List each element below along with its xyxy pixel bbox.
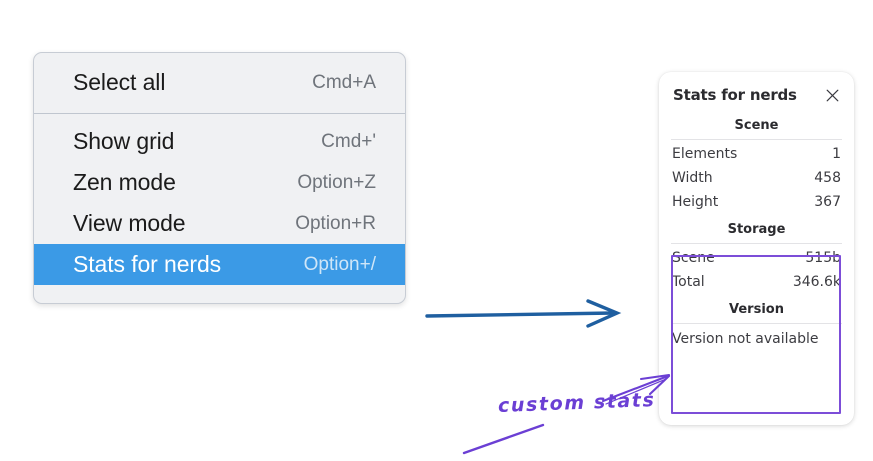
stat-value: 458	[814, 170, 841, 186]
stat-row: Width 458	[671, 166, 842, 190]
stat-value: 515b	[805, 250, 841, 266]
panel-body: Scene Elements 1 Width 458 Height 367 St…	[659, 110, 854, 352]
panel-header: Stats for nerds	[659, 72, 854, 110]
menu-item-show-grid[interactable]: Show grid Cmd+'	[34, 121, 405, 162]
menu-item-label: Zen mode	[73, 169, 176, 195]
menu-item-view-mode[interactable]: View mode Option+R	[34, 203, 405, 244]
menu-group-1: Select all Cmd+A	[34, 53, 405, 113]
stat-key: Height	[672, 194, 719, 210]
menu-item-shortcut: Option+R	[295, 212, 376, 234]
menu-item-shortcut: Cmd+'	[321, 130, 376, 152]
right-arrow-icon	[425, 299, 622, 328]
menu-item-label: Show grid	[73, 128, 175, 154]
menu-item-stats-for-nerds[interactable]: Stats for nerds Option+/	[34, 244, 405, 285]
underline-stroke-icon	[462, 423, 545, 455]
menu-item-label: View mode	[73, 210, 186, 236]
handwritten-note: custom stats	[497, 388, 656, 418]
menu-item-label: Select all	[73, 69, 166, 95]
section-heading-scene: Scene	[734, 118, 779, 133]
stat-value: 1	[832, 146, 841, 162]
stat-value: 346.6k	[792, 274, 841, 290]
stat-key: Scene	[672, 250, 715, 266]
menu-item-shortcut: Option+Z	[297, 171, 376, 193]
menu-item-shortcut: Cmd+A	[312, 71, 376, 93]
menu-footer-spacer	[34, 285, 405, 303]
section-rule	[671, 323, 842, 324]
context-menu[interactable]: Select all Cmd+A Show grid Cmd+' Zen mod…	[33, 52, 406, 304]
version-value: Version not available	[672, 331, 819, 347]
section-rule	[671, 139, 842, 140]
close-icon[interactable]	[824, 87, 841, 104]
stat-row: Elements 1	[671, 142, 842, 166]
menu-divider	[34, 113, 405, 114]
menu-group-2: Show grid Cmd+' Zen mode Option+Z View m…	[34, 114, 405, 303]
stat-row: Height 367	[671, 190, 842, 214]
stat-row: Scene 515b	[671, 246, 842, 270]
section-rule	[671, 243, 842, 244]
menu-item-label: Stats for nerds	[73, 251, 222, 277]
stat-key: Elements	[672, 146, 738, 162]
stat-key: Total	[672, 274, 705, 290]
stat-key: Width	[672, 170, 713, 186]
menu-item-shortcut: Option+/	[303, 253, 376, 275]
stat-row: Total 346.6k	[671, 270, 842, 294]
section-heading-storage: Storage	[727, 222, 786, 237]
menu-item-select-all[interactable]: Select all Cmd+A	[34, 62, 405, 103]
panel-title: Stats for nerds	[673, 86, 797, 104]
menu-item-zen-mode[interactable]: Zen mode Option+Z	[34, 162, 405, 203]
stats-for-nerds-panel[interactable]: Stats for nerds Scene Elements 1 Width 4…	[659, 72, 854, 425]
section-heading-version: Version	[729, 302, 784, 317]
stat-value: 367	[814, 194, 841, 210]
